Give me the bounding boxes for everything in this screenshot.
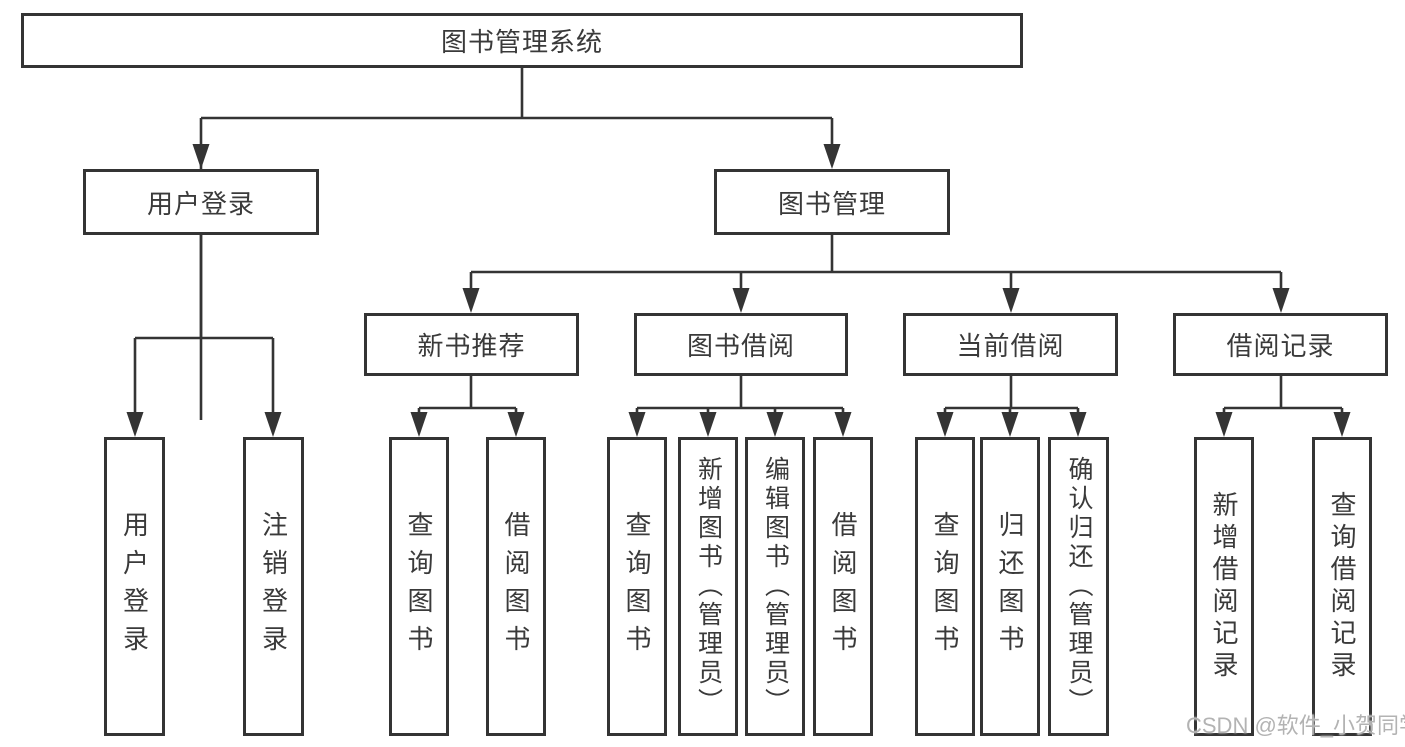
leaf-add-books-admin: 新增图书（管理员） (678, 437, 738, 736)
leaf-label: 借阅图书 (501, 510, 531, 663)
leaf-label: 编辑图书（管理员） (761, 456, 790, 717)
leaf-label: 查询图书 (404, 510, 434, 663)
leaf-add-borrow-record: 新增借阅记录 (1194, 437, 1254, 736)
leaf-label: 注销登录 (258, 510, 289, 663)
leaf-edit-books-admin: 编辑图书（管理员） (745, 437, 805, 736)
leaf-borrow-books-borrowing: 借阅图书 (813, 437, 873, 736)
node-book-management: 图书管理 (714, 169, 950, 235)
leaf-query-books-current: 查询图书 (915, 437, 975, 736)
node-user-login: 用户登录 (83, 169, 319, 235)
leaf-label: 新增借阅记录 (1209, 490, 1239, 683)
node-borrowing-records: 借阅记录 (1173, 313, 1388, 376)
leaf-label: 借阅图书 (828, 510, 858, 663)
node-label: 新书推荐 (417, 331, 526, 361)
node-library-management-system: 图书管理系统 (21, 13, 1023, 68)
node-label: 当前借阅 (956, 331, 1065, 361)
arrowheads (126, 144, 1351, 437)
leaf-label: 查询图书 (622, 510, 652, 663)
node-book-borrowing: 图书借阅 (634, 313, 848, 376)
leaf-label: 确认归还（管理员） (1065, 456, 1093, 717)
leaf-confirm-return-admin: 确认归还（管理员） (1048, 437, 1109, 736)
node-current-borrowing: 当前借阅 (903, 313, 1118, 376)
node-label: 用户登录 (146, 188, 255, 219)
leaf-label: 用户登录 (119, 510, 150, 663)
node-label: 图书管理系统 (440, 27, 603, 57)
leaf-label: 查询图书 (930, 510, 960, 663)
leaf-user-login: 用户登录 (104, 437, 165, 736)
leaf-label: 查询借阅记录 (1327, 490, 1357, 683)
csdn-watermark: CSDN @软件_小贺同学 (1186, 713, 1405, 738)
node-new-book-recommendation: 新书推荐 (364, 313, 579, 376)
node-label: 图书管理 (777, 188, 886, 219)
leaf-query-books-borrowing: 查询图书 (607, 437, 667, 736)
node-label: 借阅记录 (1226, 331, 1335, 361)
leaf-label: 归还图书 (995, 510, 1025, 663)
leaf-logout: 注销登录 (243, 437, 304, 736)
leaf-label: 新增图书（管理员） (694, 456, 723, 717)
leaf-query-books-newbooks: 查询图书 (389, 437, 449, 736)
node-label: 图书借阅 (686, 331, 795, 361)
leaf-borrow-books-newbooks: 借阅图书 (486, 437, 546, 736)
leaf-query-borrow-record: 查询借阅记录 (1312, 437, 1372, 736)
leaf-return-books: 归还图书 (980, 437, 1040, 736)
